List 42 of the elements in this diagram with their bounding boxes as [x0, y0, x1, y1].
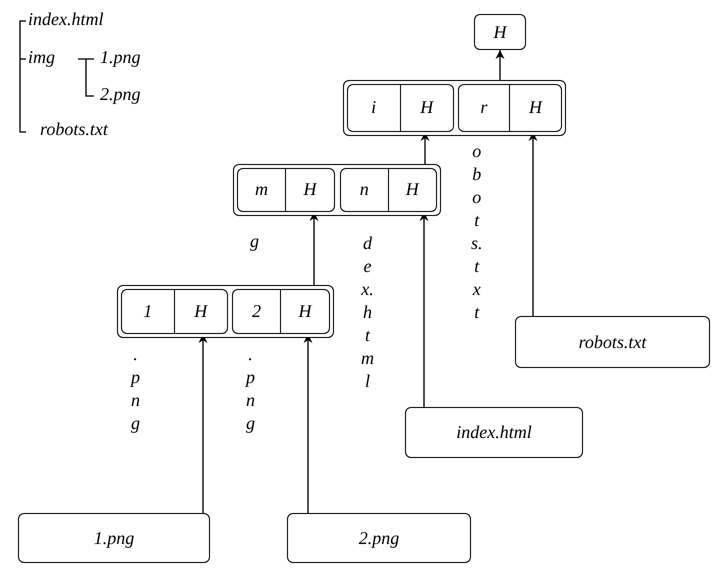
file-box	[474, 14, 526, 50]
hash-text: H	[174, 290, 227, 333]
key-text: 1	[142, 300, 154, 323]
file-box	[18, 513, 210, 563]
node-row-frame	[233, 164, 441, 216]
file-box	[287, 513, 471, 563]
hash-text: H	[509, 84, 561, 131]
node-text: robots.txt	[578, 332, 646, 352]
key-text: n	[358, 178, 370, 202]
node-text: 2.png	[358, 528, 400, 548]
file-name-label: 2.png	[100, 84, 140, 105]
file-box	[515, 316, 710, 368]
key-hash-box	[346, 84, 454, 132]
vertical-suffix-text: dex.html	[361, 232, 374, 393]
node-row-frame	[343, 80, 566, 136]
key-text: r	[479, 96, 488, 120]
file-name-label: index.html	[28, 9, 104, 30]
key-hash-box	[232, 288, 330, 334]
file-name-label: robots.txt	[40, 119, 108, 140]
file-box	[405, 407, 583, 458]
node-text: H	[494, 22, 506, 42]
key-hash-box	[458, 84, 562, 132]
key-text: i	[370, 96, 378, 120]
hash-text: H	[285, 168, 334, 211]
node-row-frame	[117, 285, 334, 338]
key-hash-box	[236, 168, 335, 212]
vertical-suffix-text: .png	[246, 343, 255, 435]
vertical-suffix-text: .png	[131, 343, 140, 435]
key-hash-box	[120, 288, 228, 334]
file-name-label: img	[28, 47, 55, 68]
hash-text: H	[400, 84, 453, 131]
hash-text: H	[388, 168, 436, 211]
key-text: 2	[250, 300, 262, 323]
vertical-suffix-text: obots.txt	[471, 140, 482, 324]
node-text: 1.png	[94, 528, 134, 548]
file-name-label: 1.png	[100, 47, 140, 68]
vertical-suffix-text: g	[250, 230, 259, 253]
key-text: m	[254, 178, 269, 202]
node-text: index.html	[456, 422, 532, 443]
key-hash-box	[340, 168, 437, 212]
arrow	[496, 50, 504, 80]
hash-text: H	[280, 290, 329, 333]
